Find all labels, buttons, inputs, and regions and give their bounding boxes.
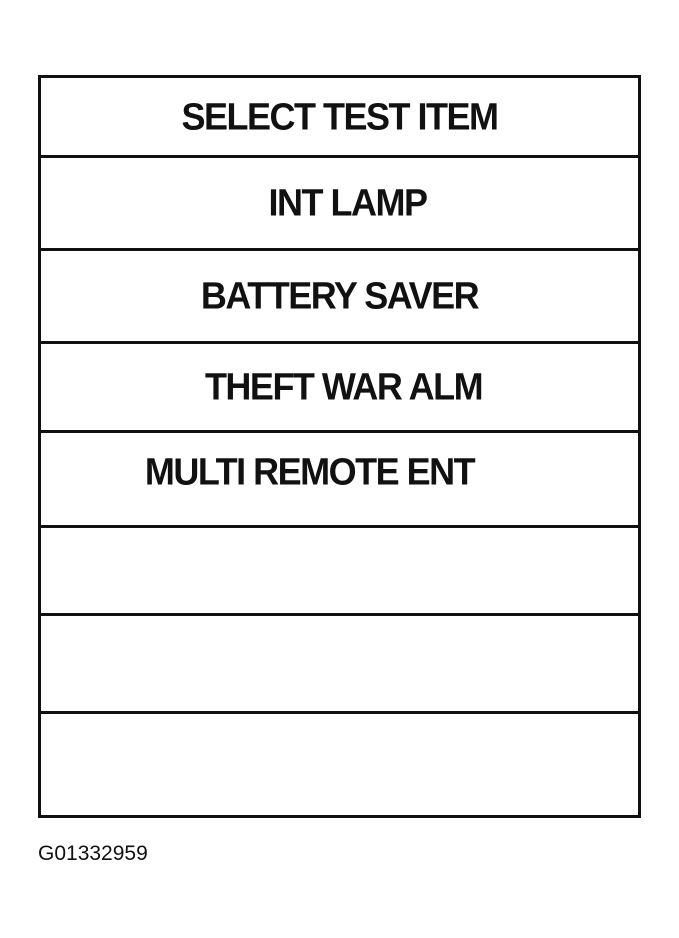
menu-header-label: SELECT TEST ITEM: [181, 94, 499, 138]
menu-item-label: BATTERY SAVER: [200, 273, 480, 317]
menu-item-label: THEFT WAR ALM: [204, 364, 484, 408]
menu-item-label: MULTI REMOTE ENT: [144, 449, 476, 493]
menu-header: SELECT TEST ITEM: [41, 78, 638, 158]
menu-item-label: INT LAMP: [268, 180, 428, 224]
menu-item-battery-saver[interactable]: BATTERY SAVER: [41, 251, 638, 344]
menu-item-empty: [41, 616, 638, 714]
menu-item-multi-remote-ent[interactable]: MULTI REMOTE ENT: [41, 433, 638, 528]
figure-id: G01332959: [38, 842, 148, 865]
menu-item-theft-war-alm[interactable]: THEFT WAR ALM: [41, 344, 638, 433]
menu-item-int-lamp[interactable]: INT LAMP: [41, 158, 638, 251]
menu-item-empty: [41, 528, 638, 616]
menu-item-empty: [41, 714, 638, 815]
test-item-menu: SELECT TEST ITEM INT LAMP BATTERY SAVER …: [38, 75, 641, 818]
